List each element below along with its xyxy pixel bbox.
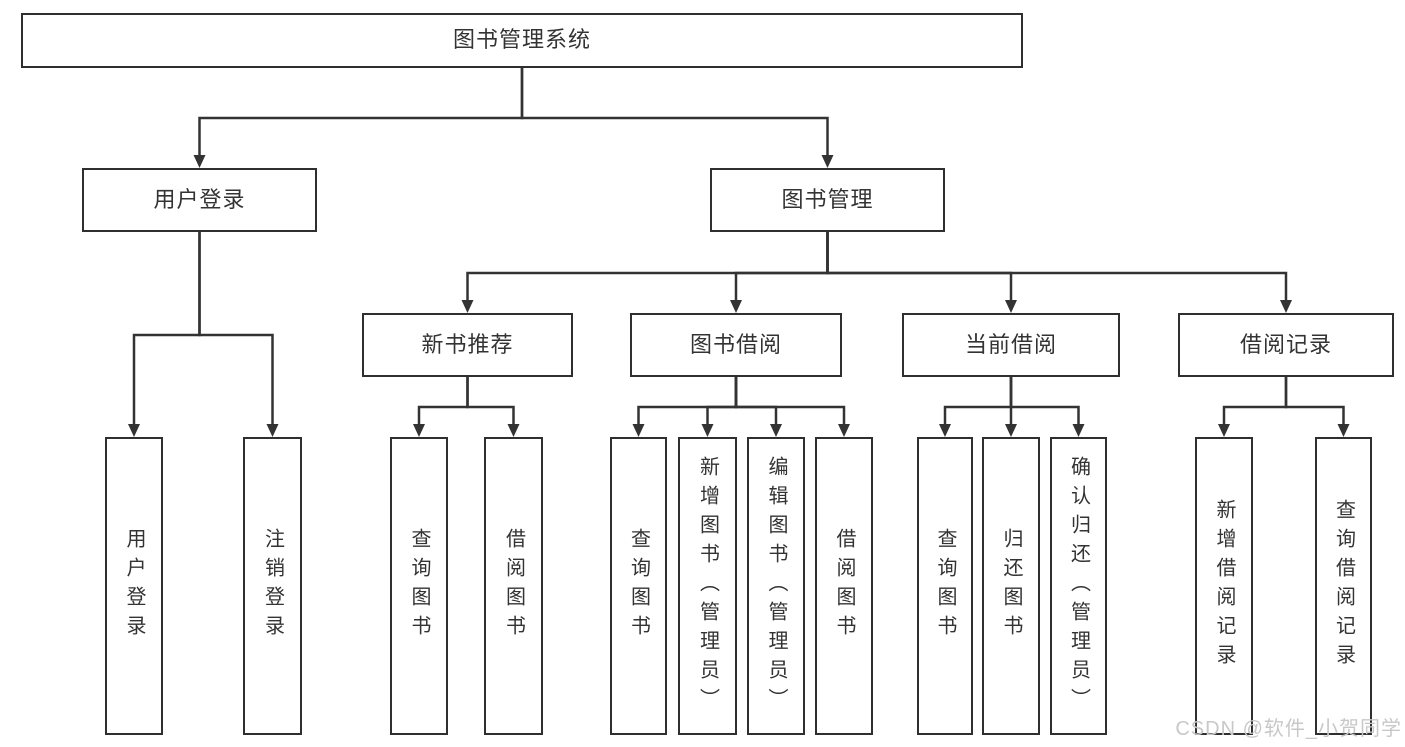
arrowhead-current-borrow-to-leaf-query-book-3 [939,424,951,437]
node-root: 图书管理系统 [21,13,1023,68]
arrowhead-root-to-book-mgmt [821,155,834,168]
node-label-new-book-rec: 新书推荐 [421,331,514,357]
edge-root-to-user-login [198,68,524,157]
node-leaf-borrow-book-2: 借阅图书 [815,437,873,735]
node-label-leaf-borrow-book-1: 借阅图书 [502,528,525,644]
edge-current-borrow-to-leaf-query-book-3 [943,377,1013,426]
node-label-book-mgmt: 图书管理 [781,186,874,212]
arrowhead-root-to-user-login [193,155,206,168]
arrowhead-user-login-to-leaf-user-login [128,424,140,437]
node-label-leaf-logout: 注销登录 [261,528,284,644]
node-label-leaf-query-book-1: 查询图书 [408,528,430,644]
edge-book-borrow-to-leaf-add-book [706,377,738,426]
arrowhead-book-mgmt-to-borrow-record [1280,300,1292,313]
arrowhead-current-borrow-to-leaf-confirm-return [1072,424,1085,437]
node-leaf-edit-book: 编辑图书（管理员） [747,437,805,735]
arrowhead-book-borrow-to-leaf-add-book [701,424,714,437]
node-book-mgmt: 图书管理 [710,168,945,232]
edge-user-login-to-leaf-logout [198,232,274,426]
node-borrow-record: 借阅记录 [1178,313,1394,377]
arrowhead-borrow-record-to-leaf-query-record [1337,424,1350,437]
arrowhead-book-mgmt-to-new-book-rec [461,300,474,313]
edge-book-mgmt-to-new-book-rec [466,232,829,302]
node-current-borrow: 当前借阅 [902,313,1120,377]
node-label-book-borrow: 图书借阅 [689,331,782,357]
node-leaf-logout: 注销登录 [243,437,302,735]
edge-new-book-rec-to-leaf-query-book-1 [417,377,469,426]
arrowhead-book-borrow-to-leaf-borrow-book-2 [838,424,850,437]
node-leaf-add-record: 新增借阅记录 [1195,437,1253,735]
arrowhead-borrow-record-to-leaf-add-record [1218,424,1230,437]
node-label-user-login: 用户登录 [153,186,246,212]
edge-borrow-record-to-leaf-add-record [1222,377,1288,426]
edge-new-book-rec-to-leaf-borrow-book-1 [466,377,515,426]
edge-book-borrow-to-leaf-borrow-book-2 [734,377,846,426]
edge-user-login-to-leaf-user-login [132,232,201,426]
node-leaf-confirm-return: 确认归还（管理员） [1050,437,1107,735]
node-label-borrow-record: 借阅记录 [1239,331,1332,357]
node-label-leaf-edit-book: 编辑图书（管理员） [765,455,787,717]
node-book-borrow: 图书借阅 [630,313,842,377]
edge-borrow-record-to-leaf-query-record [1284,377,1345,426]
node-label-leaf-return-book: 归还图书 [1000,528,1022,644]
node-label-leaf-confirm-return: 确认归还（管理员） [1067,455,1090,717]
arrowhead-user-login-to-leaf-logout [266,424,279,437]
node-leaf-add-book: 新增图书（管理员） [678,437,737,735]
node-leaf-return-book: 归还图书 [982,437,1040,735]
watermark-text: CSDN @软件_小贺同学 [1175,718,1402,740]
node-label-leaf-add-record: 新增借阅记录 [1213,499,1235,673]
arrowhead-book-borrow-to-leaf-query-book-2 [632,424,645,437]
node-leaf-query-book-1: 查询图书 [390,437,448,735]
edge-current-borrow-to-leaf-confirm-return [1009,377,1080,426]
arrowhead-current-borrow-to-leaf-return-book [1005,424,1017,437]
arrowhead-book-mgmt-to-book-borrow [730,300,742,313]
node-user-login: 用户登录 [82,168,317,232]
edge-book-mgmt-to-current-borrow [826,232,1013,302]
arrowhead-new-book-rec-to-leaf-query-book-1 [413,424,425,437]
node-leaf-borrow-book-1: 借阅图书 [484,437,543,735]
edge-root-to-book-mgmt [520,68,829,157]
node-label-leaf-user-login: 用户登录 [123,528,145,644]
node-label-root: 图书管理系统 [452,27,591,53]
node-leaf-user-login: 用户登录 [105,437,163,735]
node-leaf-query-book-3: 查询图书 [917,437,973,735]
node-label-leaf-query-book-3: 查询图书 [934,528,956,644]
node-new-book-rec: 新书推荐 [362,313,573,377]
arrowhead-new-book-rec-to-leaf-borrow-book-1 [507,424,520,437]
node-leaf-query-book-2: 查询图书 [610,437,667,735]
node-label-current-borrow: 当前借阅 [964,331,1057,357]
edge-book-mgmt-to-book-borrow [734,232,829,302]
arrowhead-book-mgmt-to-current-borrow [1005,300,1017,313]
edge-book-borrow-to-leaf-edit-book [734,377,778,426]
node-leaf-query-record: 查询借阅记录 [1315,437,1372,735]
node-label-leaf-add-book: 新增图书（管理员） [696,455,719,717]
node-label-leaf-borrow-book-2: 借阅图书 [833,528,855,644]
edge-book-borrow-to-leaf-query-book-2 [637,377,738,426]
arrowhead-book-borrow-to-leaf-edit-book [770,424,782,437]
node-label-leaf-query-book-2: 查询图书 [627,528,650,644]
node-label-leaf-query-record: 查询借阅记录 [1332,499,1355,673]
edge-book-mgmt-to-borrow-record [826,232,1288,302]
